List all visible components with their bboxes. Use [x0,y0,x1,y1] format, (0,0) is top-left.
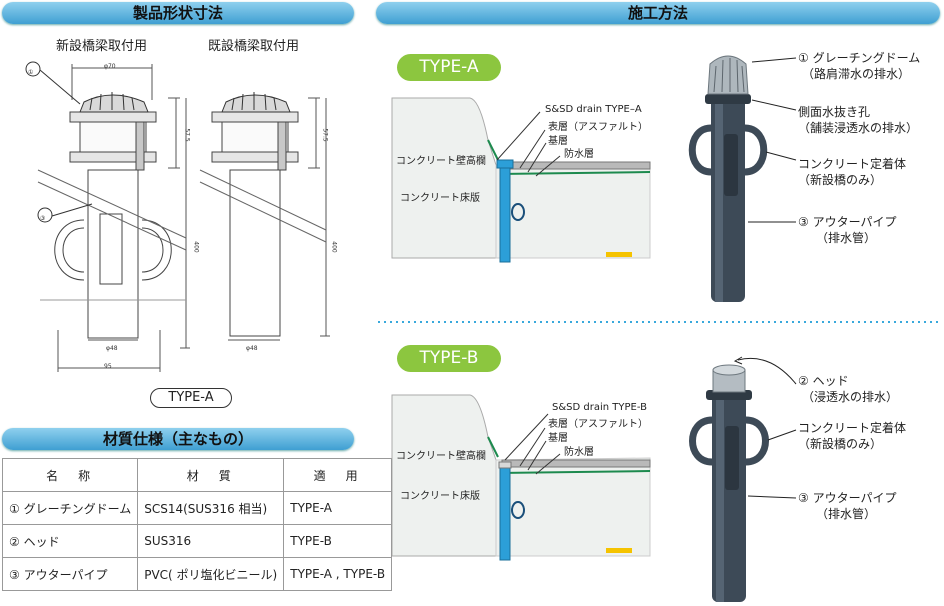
section-type-a [391,97,651,263]
concrete-wall-label-b: コンクリート壁高欄 [396,451,486,462]
table-row: ② ヘッド SUS316 TYPE-B [1,524,393,558]
annotation-outer-pipe-a: ③ アウターパイプ （排水管） [798,215,897,245]
table-row: ③ アウターパイプ PVC( ポリ塩化ビニール) TYPE-A , TYPE-B [1,557,393,591]
product-dimensions-header: 製品形状寸法 [2,2,354,24]
pipe-type-a [688,55,797,302]
surface-layer-label-b: 表層（アスファルト） [548,419,648,430]
dim-d70: φ70 [104,63,116,70]
drawing-new-bridge [37,64,190,372]
table-header-row: 名 称 材 質 適 用 [1,458,393,492]
waterproof-layer-label-b: 防水層 [564,447,594,458]
table-cell: SCS14(SUS316 相当) [137,491,285,525]
table-cell: ① グレーチングドーム [1,491,139,525]
dim-w95: 95 [104,363,112,370]
table-cell: PVC( ポリ塩化ビニール) [137,557,285,591]
dim-h575-b: 57.5 [321,128,329,142]
base-layer-label-b: 基層 [548,433,568,444]
pipe-type-b [689,356,797,602]
waterproof-layer-label-a: 防水層 [564,149,594,160]
table-cell: TYPE-A , TYPE-B [283,557,393,591]
base-layer-label-a: 基層 [548,136,568,147]
type-a-box-label: TYPE-A [150,388,232,408]
annotation-head: ② ヘッド （浸透水の排水） [798,374,899,404]
annotation-outer-pipe-b: ③ アウターパイプ （排水管） [798,491,897,521]
section-type-b [391,394,651,561]
surface-layer-label-a: 表層（アスファルト） [548,122,648,133]
column-header-name: 名 称 [1,458,139,492]
annotation-concrete-anchor-b: コンクリート定着体 （新設橋のみ） [798,421,907,451]
callout-3: ③ [40,215,46,222]
table-cell: ② ヘッド [1,524,139,558]
table-cell: TYPE-B [283,524,393,558]
table-cell: TYPE-A [283,491,393,525]
annotation-grating-dome: ① グレーチングドーム （路肩滞水の排水） [798,51,921,81]
callout-1-circle [25,61,41,77]
materials-table: 名 称 材 質 適 用 ① グレーチングドーム SCS14(SUS316 相当)… [1,458,393,591]
callout-3-circle [37,207,53,223]
dim-h400-a: 400 [192,241,200,253]
table-cell: SUS316 [137,524,285,558]
dim-h400-b: 400 [330,241,338,253]
dim-h575-a: 57.5 [183,128,191,142]
table-cell: ③ アウターパイプ [1,557,139,591]
type-b-pill: TYPE-B [397,345,501,372]
concrete-wall-label-a: コンクリート壁高欄 [396,156,486,167]
new-bridge-label: 新設橋梁取付用 [56,39,148,54]
concrete-slab-label-b: コンクリート床版 [400,491,480,502]
annotation-concrete-anchor-a: コンクリート定着体 （新設橋のみ） [798,157,907,187]
dim-d48-a: φ48 [106,345,118,352]
drain-type-a-label: S&SD drain TYPE–A [545,104,642,115]
existing-bridge-label: 既設橋梁取付用 [208,39,300,54]
materials-header: 材質仕様（主なもの） [2,428,354,450]
concrete-slab-label-a: コンクリート床版 [400,193,480,204]
drain-type-b-label: S&SD drain TYPE-B [552,402,647,413]
dim-d48-b: φ48 [246,345,258,352]
column-header-application: 適 用 [283,458,393,492]
type-a-pill: TYPE-A [397,54,501,81]
construction-method-header: 施工方法 [376,2,940,24]
callout-1: ① [28,69,34,76]
drawing-existing-bridge [199,92,330,341]
annotation-side-drain-hole: 側面水抜き孔 （舗装浸透水の排水） [798,105,919,135]
column-header-material: 材 質 [137,458,285,492]
table-row: ① グレーチングドーム SCS14(SUS316 相当) TYPE-A [1,491,393,525]
